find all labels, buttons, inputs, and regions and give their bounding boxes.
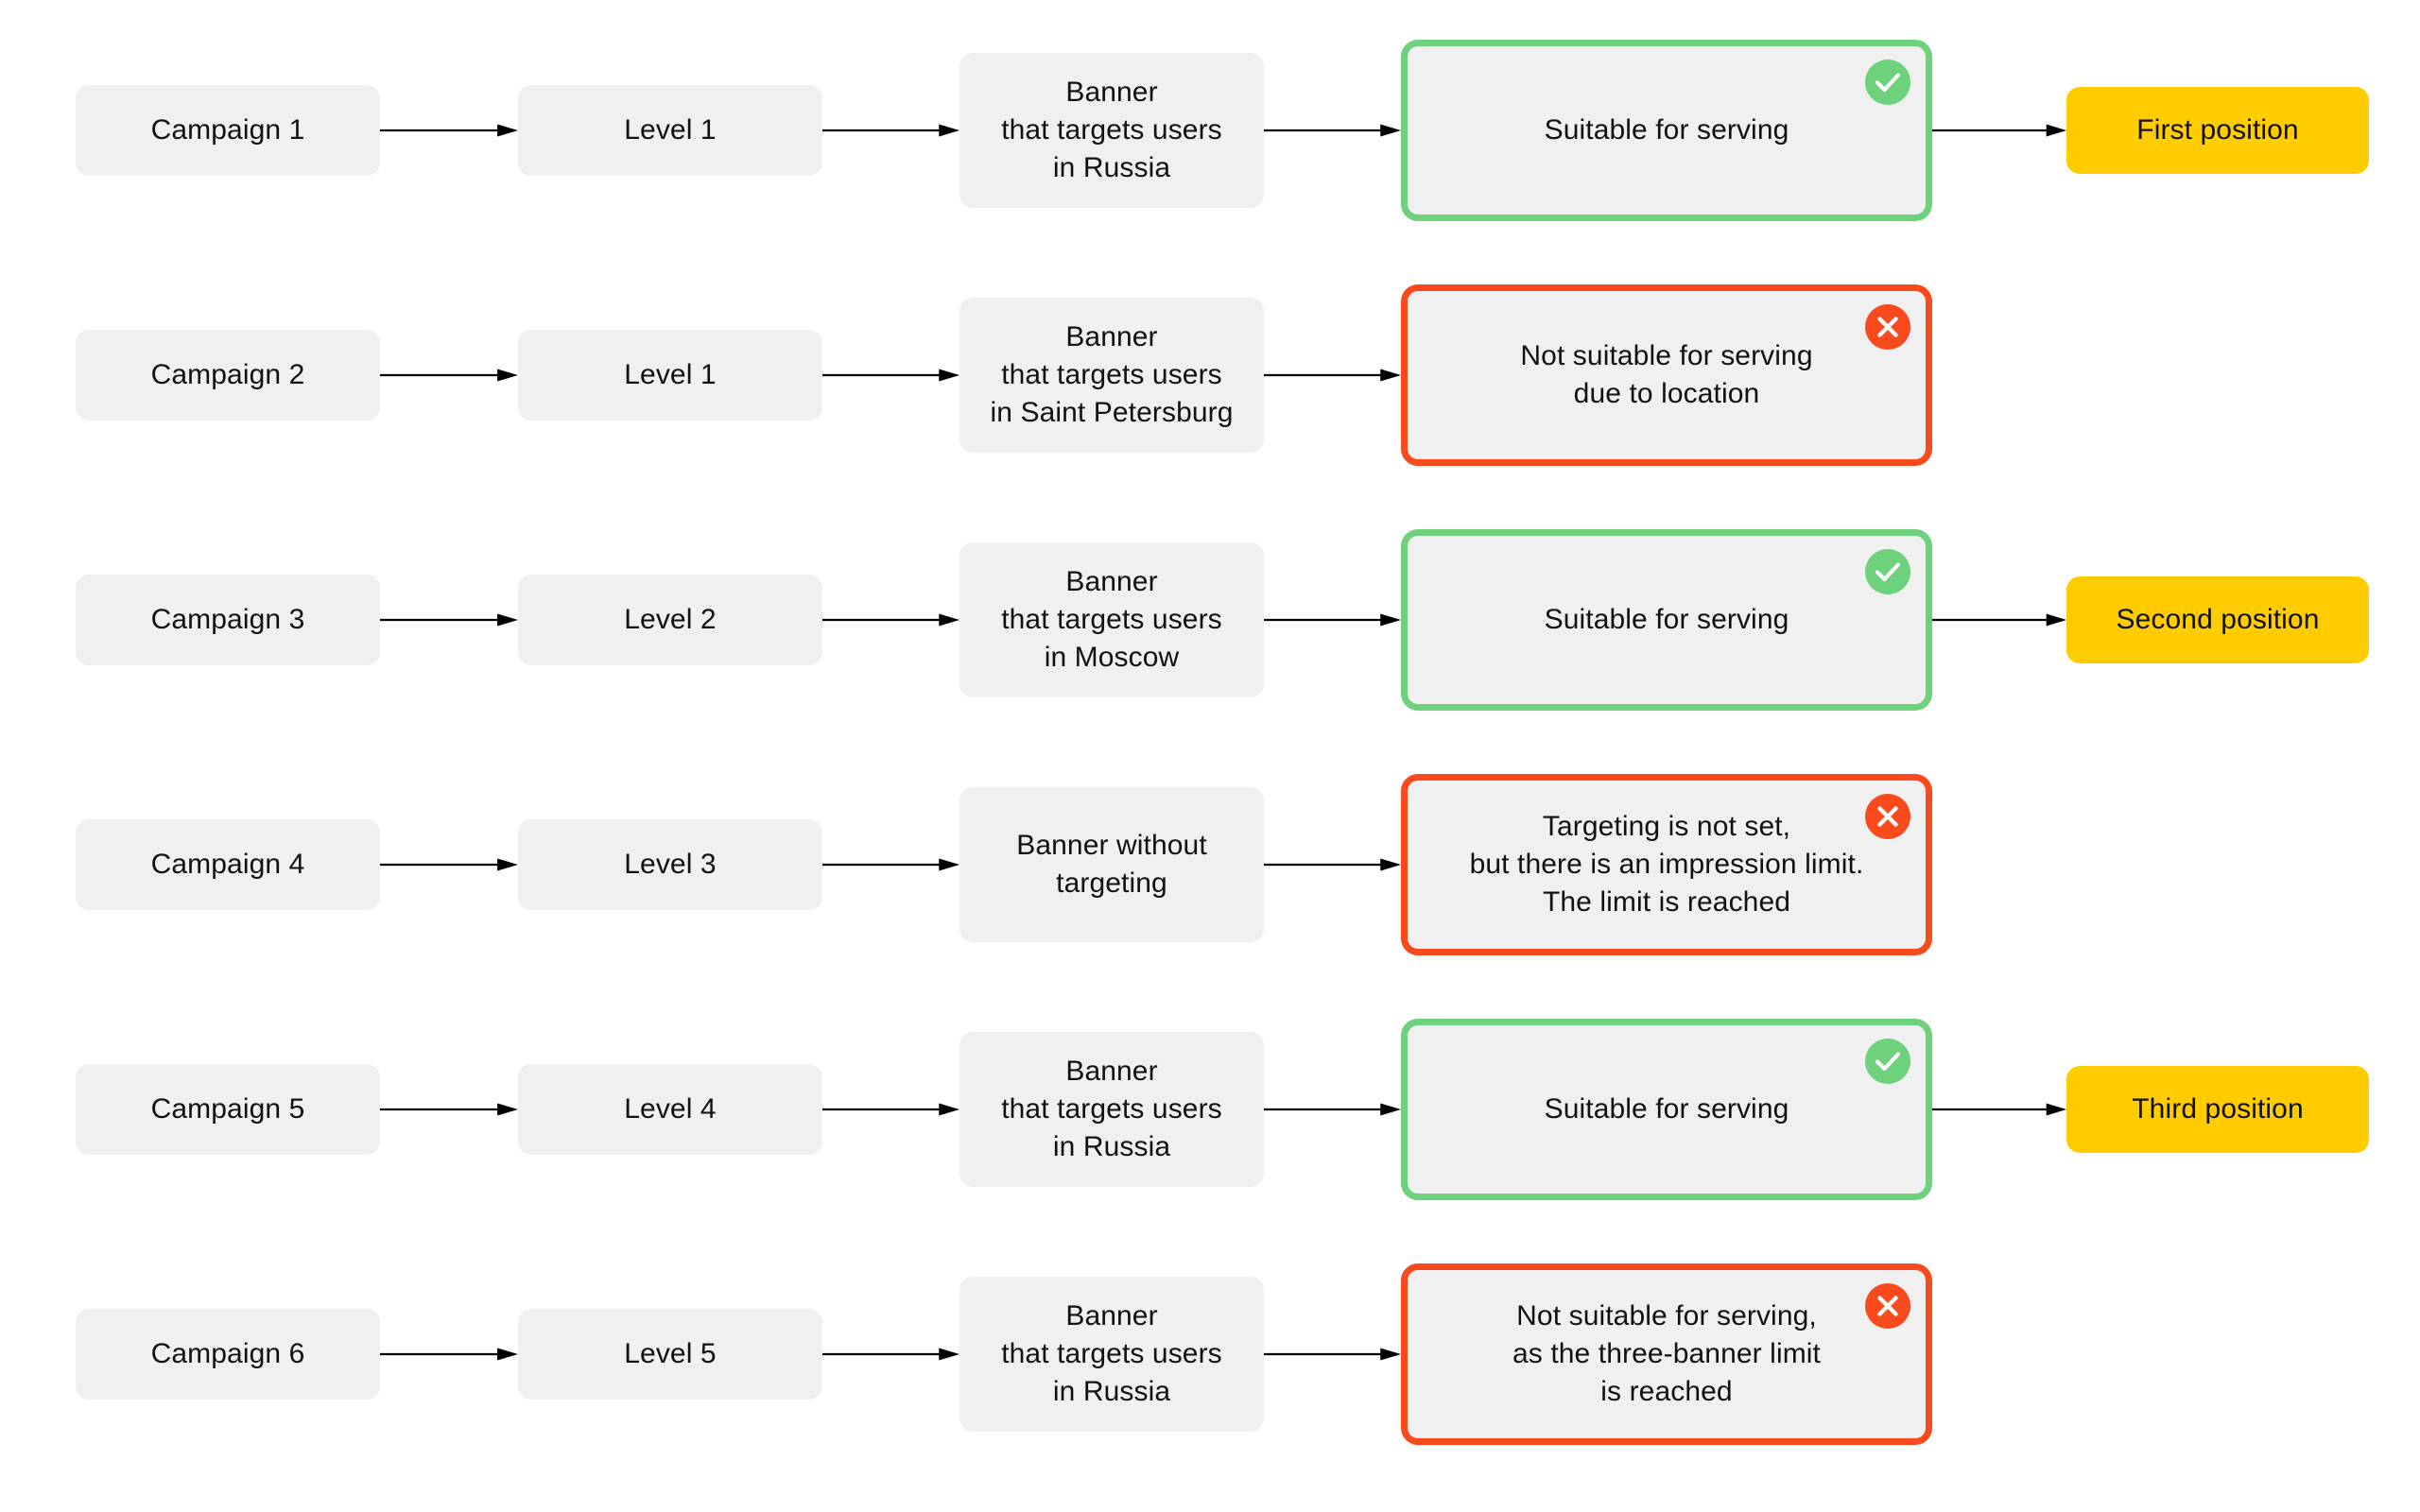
check-circle-icon	[1865, 1039, 1910, 1084]
position-box[interactable]: Second position	[2066, 576, 2369, 663]
campaign-box[interactable]: Campaign 2	[76, 330, 380, 421]
banner-box[interactable]: Banner that targets users in Moscow	[959, 542, 1264, 697]
banner-label: Banner that targets users in Russia	[1001, 1056, 1222, 1162]
serving-status-box[interactable]: Suitable for serving	[1401, 529, 1932, 711]
arrow-right-icon	[1264, 365, 1401, 386]
campaign-box[interactable]: Campaign 5	[76, 1064, 380, 1155]
level-box[interactable]: Level 1	[518, 85, 822, 176]
serving-status-box[interactable]: Suitable for serving	[1401, 1019, 1932, 1200]
level-box[interactable]: Level 2	[518, 575, 822, 665]
flow-row: Campaign 4 Level 3 Banner without targetin…	[0, 742, 2420, 988]
level-box[interactable]: Level 1	[518, 330, 822, 421]
arrow-right-icon	[1264, 1099, 1401, 1120]
banner-box[interactable]: Banner without targeting	[959, 787, 1264, 942]
arrow-right-icon	[1264, 610, 1401, 630]
serving-status-box[interactable]: Not suitable for serving due to location	[1401, 284, 1932, 466]
arrow-right-icon	[822, 854, 959, 875]
arrow-right-icon	[822, 1099, 959, 1120]
flow-row: Campaign 1 Level 1 Banner that targets use…	[0, 8, 2420, 253]
x-circle-icon	[1865, 794, 1910, 839]
banner-box[interactable]: Banner that targets users in Russia	[959, 1032, 1264, 1187]
campaign-box[interactable]: Campaign 3	[76, 575, 380, 665]
x-circle-icon	[1865, 1283, 1910, 1329]
banner-label: Banner that targets users in Russia	[1001, 77, 1222, 183]
arrow-right-icon	[380, 610, 518, 630]
arrow-right-icon	[1264, 1344, 1401, 1365]
banner-box[interactable]: Banner that targets users in Russia	[959, 1277, 1264, 1432]
serving-status-label: Not suitable for serving, as the three-b…	[1512, 1300, 1821, 1407]
serving-status-label: Suitable for serving	[1544, 604, 1789, 636]
campaign-box[interactable]: Campaign 1	[76, 85, 380, 176]
banner-label: Banner that targets users in Russia	[1001, 1300, 1222, 1407]
banner-box[interactable]: Banner that targets users in Russia	[959, 53, 1264, 208]
check-circle-icon	[1865, 60, 1910, 105]
level-box[interactable]: Level 5	[518, 1309, 822, 1400]
flow-row: Campaign 2 Level 1 Banner that targets use…	[0, 252, 2420, 498]
arrow-right-icon	[380, 1344, 518, 1365]
level-box[interactable]: Level 4	[518, 1064, 822, 1155]
arrow-right-icon	[380, 854, 518, 875]
arrow-right-icon	[822, 1344, 959, 1365]
arrow-right-icon	[822, 610, 959, 630]
banner-label: Banner that targets users in Moscow	[1001, 566, 1222, 673]
serving-status-label: Not suitable for serving due to location	[1520, 340, 1813, 409]
serving-status-label: Suitable for serving	[1544, 1093, 1789, 1125]
arrow-right-icon	[1932, 1099, 2066, 1120]
arrow-right-icon	[1264, 854, 1401, 875]
arrow-right-icon	[380, 365, 518, 386]
campaign-box[interactable]: Campaign 4	[76, 819, 380, 910]
serving-status-box[interactable]: Not suitable for serving, as the three-b…	[1401, 1263, 1932, 1445]
serving-status-label: Targeting is not set, but there is an im…	[1469, 811, 1864, 918]
serving-status-label: Suitable for serving	[1544, 114, 1789, 146]
banner-label: Banner without targeting	[1016, 830, 1207, 899]
flow-row: Campaign 5 Level 4 Banner that targets use…	[0, 987, 2420, 1232]
banner-box[interactable]: Banner that targets users in Saint Peter…	[959, 298, 1264, 453]
position-box[interactable]: First position	[2066, 87, 2369, 174]
campaign-box[interactable]: Campaign 6	[76, 1309, 380, 1400]
serving-status-box[interactable]: Targeting is not set, but there is an im…	[1401, 774, 1932, 955]
arrow-right-icon	[822, 365, 959, 386]
arrow-right-icon	[380, 120, 518, 141]
arrow-right-icon	[1932, 610, 2066, 630]
level-box[interactable]: Level 3	[518, 819, 822, 910]
arrow-right-icon	[1932, 120, 2066, 141]
serving-status-box[interactable]: Suitable for serving	[1401, 40, 1932, 221]
x-circle-icon	[1865, 304, 1910, 350]
banner-label: Banner that targets users in Saint Peter…	[990, 321, 1234, 428]
flow-row: Campaign 3 Level 2 Banner that targets use…	[0, 497, 2420, 743]
flow-row: Campaign 6 Level 5 Banner that targets use…	[0, 1231, 2420, 1477]
arrow-right-icon	[380, 1099, 518, 1120]
arrow-right-icon	[822, 120, 959, 141]
arrow-right-icon	[1264, 120, 1401, 141]
position-box[interactable]: Third position	[2066, 1066, 2369, 1153]
check-circle-icon	[1865, 549, 1910, 594]
